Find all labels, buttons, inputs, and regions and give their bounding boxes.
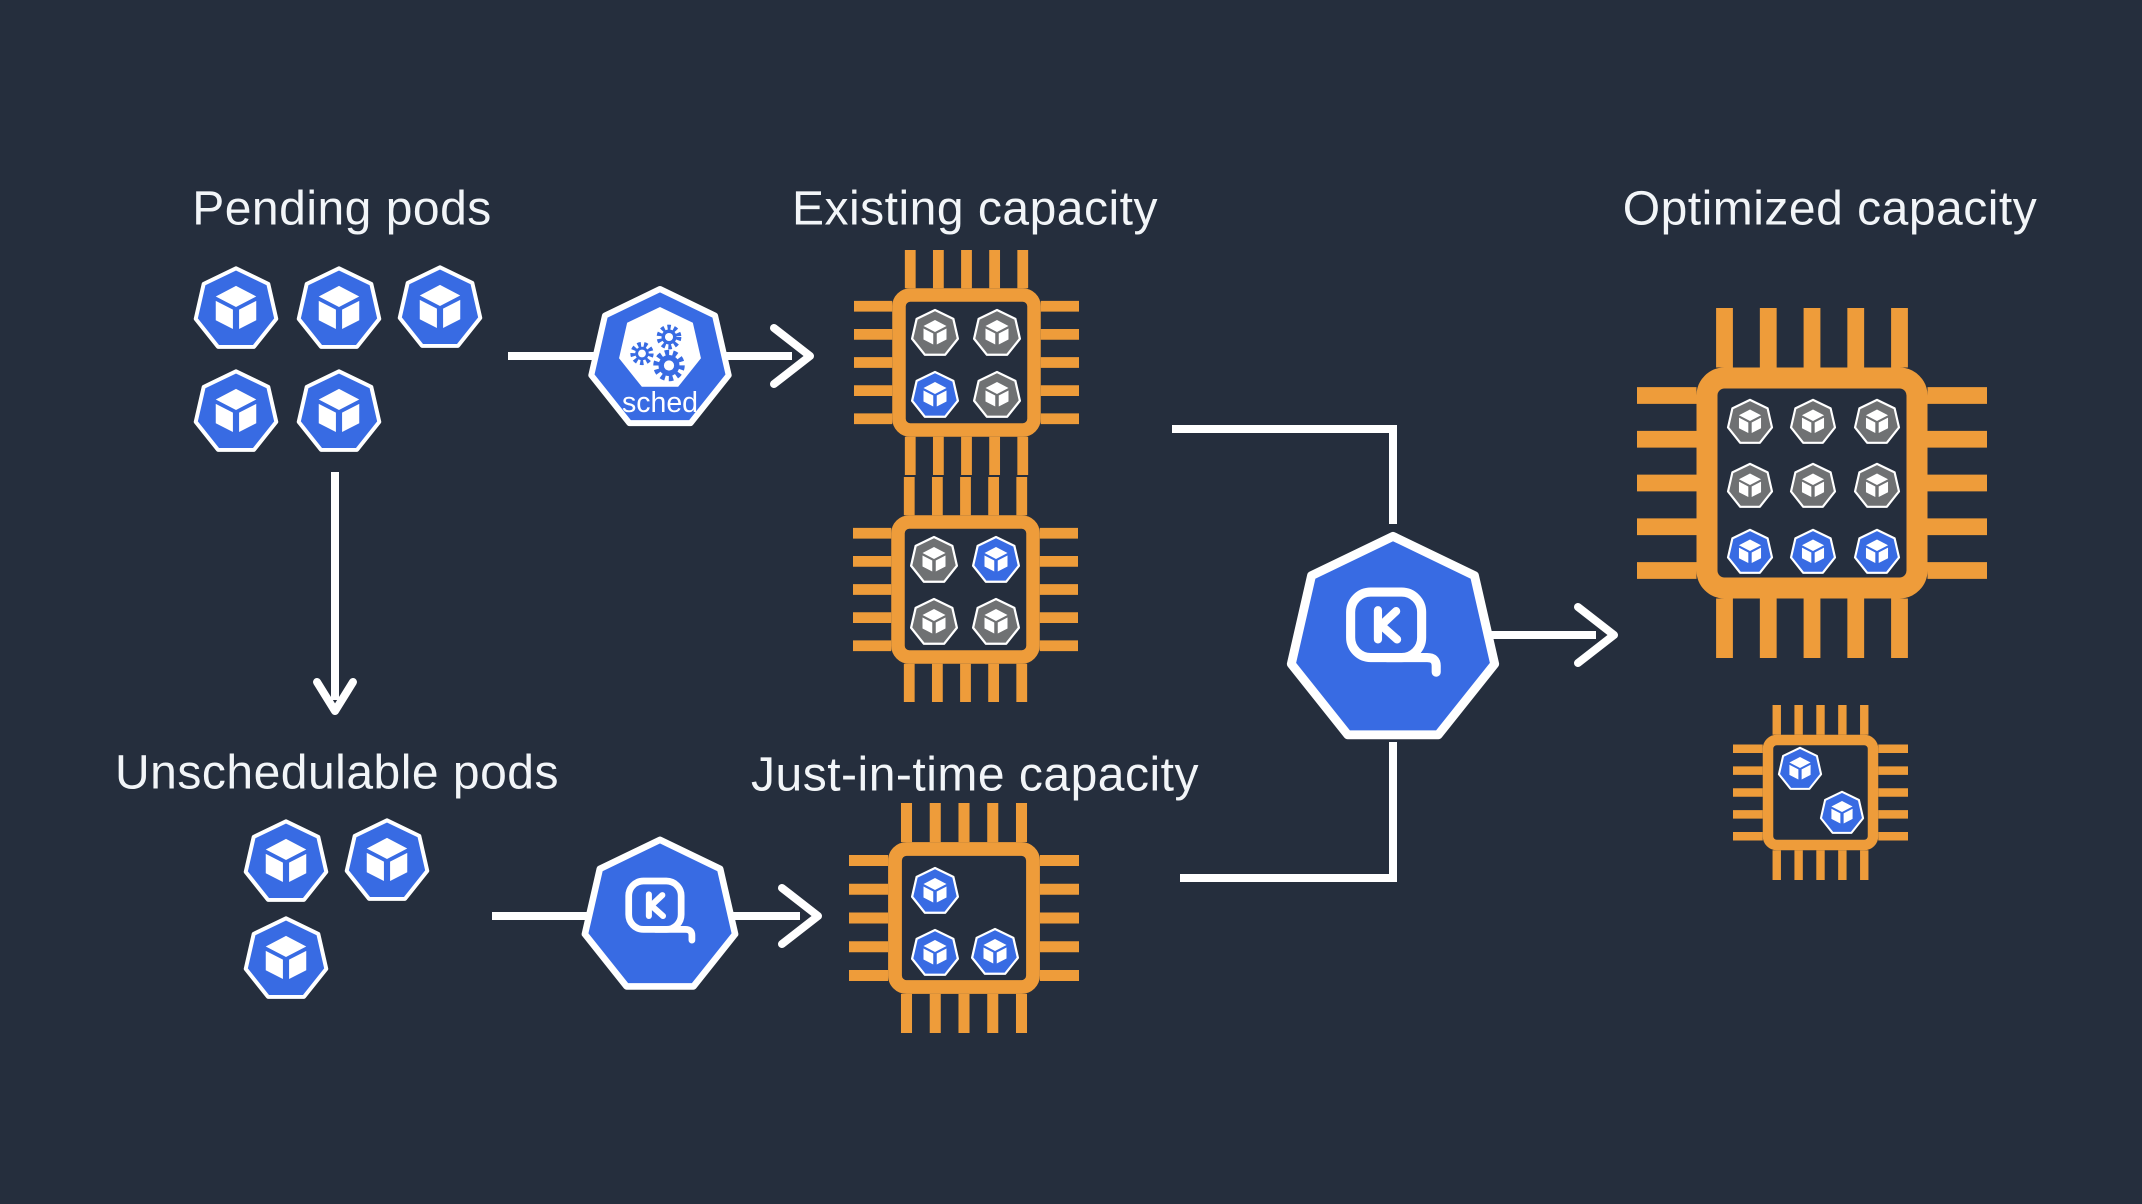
cpu-chip-icon <box>849 803 1079 1033</box>
pod-icon <box>971 535 1021 583</box>
pod-icon <box>909 597 959 645</box>
node-chip-optimized-small <box>1733 705 1908 880</box>
cpu-chip-icon <box>853 477 1078 702</box>
optimized-capacity-label: Optimized capacity <box>1622 182 2038 236</box>
arrowhead-karpenter-to-optimized <box>1574 603 1618 667</box>
connector-jit-to-karpenter <box>1180 742 1397 882</box>
unschedulable-pods-label: Unschedulable pods <box>115 746 559 800</box>
pod-icon <box>1853 462 1901 508</box>
pod-icon <box>1853 528 1901 574</box>
pod-icon <box>972 308 1022 356</box>
pod-icon <box>970 927 1020 975</box>
pod-icon <box>910 866 960 914</box>
pod-icon <box>1789 462 1837 508</box>
arrowhead-pending-to-scheduler <box>770 324 814 388</box>
pod-icon <box>296 266 382 349</box>
pod-icon <box>1853 398 1901 444</box>
connector-existing-to-karpenter <box>1172 425 1397 524</box>
pod-icon <box>1819 790 1865 834</box>
cpu-chip-icon <box>854 250 1079 475</box>
pod-icon <box>910 370 960 418</box>
pod-icon <box>397 265 483 348</box>
pod-icon <box>344 818 430 901</box>
pod-icon <box>1726 398 1774 444</box>
node-chip-jit <box>849 803 1079 1033</box>
pod-icon <box>910 928 960 976</box>
pod-icon <box>296 369 382 452</box>
node-chip-existing-b <box>853 477 1078 702</box>
pod-icon <box>910 308 960 356</box>
gears-glyph <box>630 324 685 382</box>
pod-icon <box>193 266 279 349</box>
arrowhead-unschedulable-to-karpenter <box>778 884 822 948</box>
pod-icon <box>972 370 1022 418</box>
karpenter-icon-large <box>1282 523 1504 745</box>
karpenter-icon-small <box>578 830 742 994</box>
arrowhead-pending-to-unschedulable <box>313 678 357 715</box>
scheduler-icon: sched <box>585 280 735 430</box>
pod-icon <box>909 535 959 583</box>
pod-icon <box>193 369 279 452</box>
node-chip-optimized-large <box>1637 308 1987 658</box>
scheduler-label: sched <box>622 387 698 419</box>
pod-icon <box>1789 528 1837 574</box>
existing-capacity-label: Existing capacity <box>792 182 1158 236</box>
pod-icon <box>1789 398 1837 444</box>
pod-icon <box>971 597 1021 645</box>
node-chip-existing-a <box>854 250 1079 475</box>
pod-icon <box>243 819 329 902</box>
pod-icon <box>1777 746 1823 790</box>
jit-capacity-label: Just-in-time capacity <box>751 748 1199 802</box>
pending-pods-label: Pending pods <box>192 182 492 236</box>
pod-icon <box>1726 462 1774 508</box>
pod-icon <box>243 916 329 999</box>
pod-icon <box>1726 528 1774 574</box>
